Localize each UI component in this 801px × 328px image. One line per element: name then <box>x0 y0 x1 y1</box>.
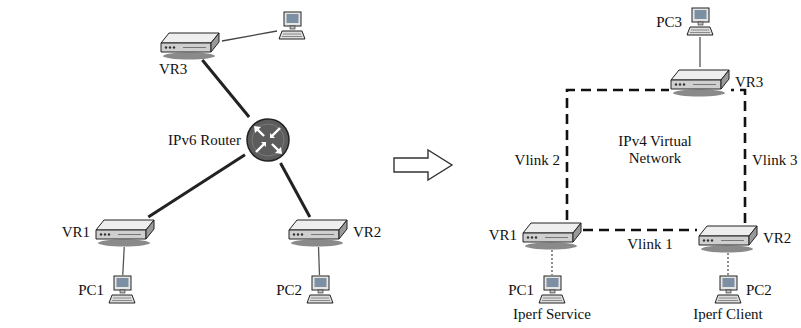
virtual-router: VR2 <box>697 223 759 253</box>
pc-host: PC2Iperf Client <box>714 275 742 305</box>
virtual-router: VR1 <box>94 217 156 247</box>
ipv6-router-icon <box>245 117 291 163</box>
pc-host-icon <box>714 275 742 305</box>
device-label: PC3 <box>656 14 682 30</box>
device-label: VR2 <box>763 230 791 246</box>
pc-host-icon <box>306 275 334 305</box>
device-label: PC1 <box>508 282 534 298</box>
device-label: VR2 <box>353 224 381 240</box>
device-label: VR3 <box>735 74 763 90</box>
device-label: VR1 <box>489 227 517 243</box>
network-link <box>148 155 245 217</box>
network-link <box>727 253 728 275</box>
network-link <box>699 37 700 67</box>
virtual-link <box>731 90 745 223</box>
device-label: PC1 <box>78 282 104 298</box>
host-wire <box>222 31 277 41</box>
virtual-router: VR3 <box>159 30 221 60</box>
pc-host-icon <box>538 275 566 305</box>
virtual-router-icon <box>159 30 221 60</box>
network-link <box>551 250 552 275</box>
pc-host-icon <box>108 275 136 305</box>
pc-host: PC2 <box>306 275 334 305</box>
device-label: PC2 <box>746 282 772 298</box>
virtual-router-icon <box>669 67 731 97</box>
transform-arrow <box>394 150 452 180</box>
network-link <box>318 247 320 275</box>
device-label: VR1 <box>62 224 90 240</box>
pc-icon <box>279 12 305 39</box>
link-label: Vlink 1 <box>625 236 674 252</box>
network-link <box>202 60 249 117</box>
virtual-router: VR1 <box>521 220 583 250</box>
role-caption: Iperf Client <box>693 306 763 322</box>
device-label: IPv6 Router <box>168 132 241 148</box>
virtual-link <box>583 229 697 232</box>
virtual-router: VR2 <box>287 217 349 247</box>
virtual-router-icon <box>697 223 759 253</box>
network-link <box>123 247 124 275</box>
link-label: Vlink 2 <box>513 152 562 168</box>
network-label: IPv4 Virtual Network <box>605 133 705 167</box>
link-label: Vlink 3 <box>750 152 799 168</box>
virtual-router-icon <box>94 217 156 247</box>
role-caption: Iperf Service <box>513 306 591 322</box>
virtual-router: VR3 <box>669 67 731 97</box>
pc-host: PC3 <box>686 7 714 37</box>
ipv6-router: IPv6 Router <box>245 117 291 163</box>
pc-host: PC1Iperf Service <box>538 275 566 305</box>
device-label: VR3 <box>159 61 187 77</box>
pc-host-icon <box>686 7 714 37</box>
device-label: PC2 <box>276 282 302 298</box>
network-link <box>281 163 310 217</box>
pc-host: PC1 <box>108 275 136 305</box>
virtual-router-icon <box>521 220 583 250</box>
virtual-router-icon <box>287 217 349 247</box>
